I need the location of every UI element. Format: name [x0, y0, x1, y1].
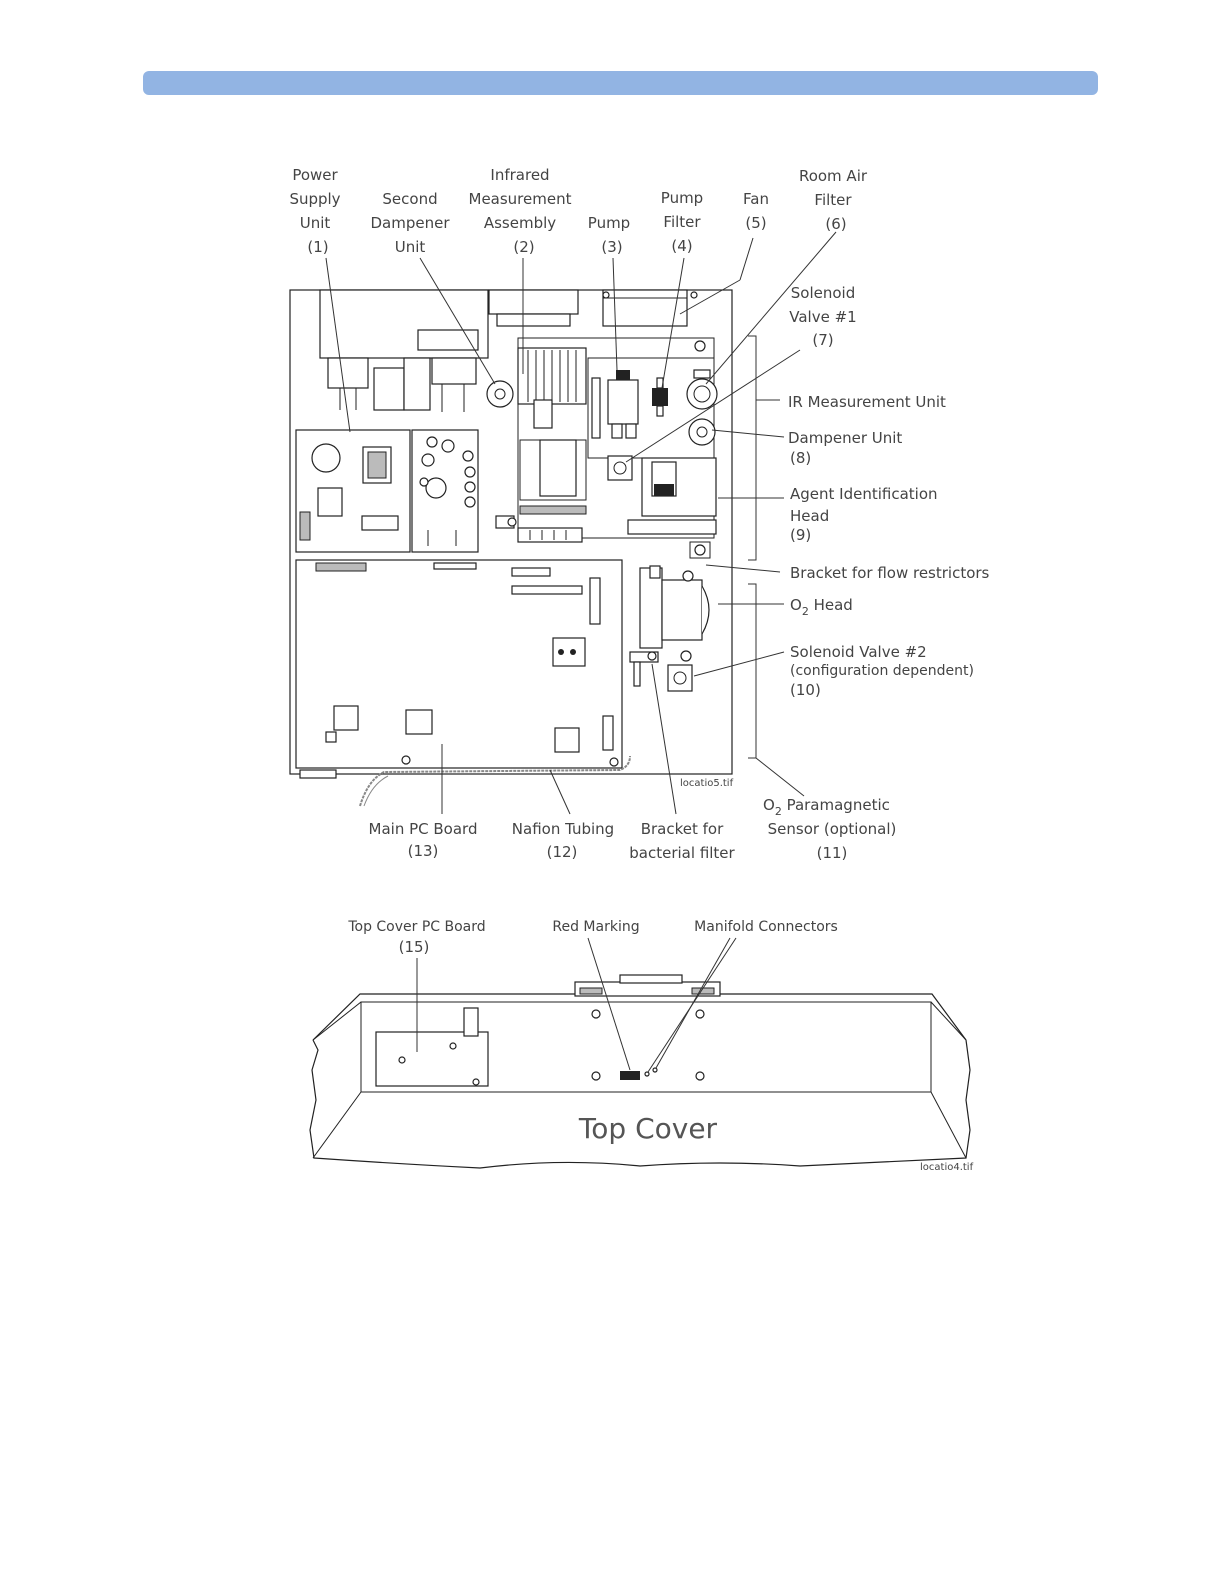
svg-text:Agent Identification: Agent Identification — [790, 485, 938, 503]
svg-text:Assembly: Assembly — [484, 214, 556, 232]
top-cover-drawing — [309, 974, 971, 1169]
svg-text:(11): (11) — [817, 844, 848, 862]
svg-text:Main PC Board: Main PC Board — [369, 820, 478, 838]
svg-text:Solenoid Valve #2: Solenoid Valve #2 — [790, 643, 927, 661]
svg-text:Unit: Unit — [300, 214, 331, 232]
label-agent-identification-head: Agent Identification Head (9) — [790, 485, 938, 544]
svg-text:(15): (15) — [399, 938, 430, 956]
svg-text:(6): (6) — [825, 215, 846, 233]
svg-text:Filter: Filter — [663, 213, 701, 231]
svg-text:Measurement: Measurement — [469, 190, 572, 208]
svg-text:(3): (3) — [601, 238, 622, 256]
svg-text:Dampener Unit: Dampener Unit — [788, 429, 902, 447]
label-power-supply-unit: Power Supply Unit (1) — [289, 166, 340, 256]
svg-text:Solenoid: Solenoid — [791, 284, 855, 302]
svg-text:(13): (13) — [408, 842, 439, 860]
svg-text:Fan: Fan — [743, 190, 769, 208]
svg-text:(4): (4) — [671, 237, 692, 255]
svg-text:Dampener: Dampener — [370, 214, 450, 232]
label-solenoid-valve-1: Solenoid Valve #1 (7) — [789, 284, 856, 349]
svg-text:Top Cover PC Board: Top Cover PC Board — [347, 919, 485, 935]
svg-text:(9): (9) — [790, 526, 811, 544]
label-pump: Pump (3) — [588, 214, 630, 256]
svg-text:bacterial filter: bacterial filter — [629, 844, 735, 862]
label-manifold-connectors: Manifold Connectors — [694, 919, 838, 935]
label-solenoid-valve-2: Solenoid Valve #2 (configuration depende… — [790, 643, 974, 699]
svg-text:(12): (12) — [547, 843, 578, 861]
label-dampener-unit: Dampener Unit (8) — [788, 429, 902, 467]
svg-text:Bracket for: Bracket for — [641, 820, 724, 838]
svg-text:Power: Power — [292, 166, 338, 184]
svg-text:(8): (8) — [790, 449, 811, 467]
svg-text:Pump: Pump — [588, 214, 630, 232]
label-bracket-bacterial-filter: Bracket for bacterial filter — [629, 820, 735, 862]
label-o2-paramagnetic-sensor: O2 Paramagnetic Sensor (optional) (11) — [763, 796, 896, 862]
leader-lines-bottom — [416, 937, 737, 1073]
label-nafion-tubing: Nafion Tubing (12) — [512, 820, 614, 861]
svg-text:Unit: Unit — [395, 238, 426, 256]
svg-text:Supply: Supply — [289, 190, 340, 208]
svg-text:(1): (1) — [307, 238, 328, 256]
svg-text:Pump: Pump — [661, 189, 703, 207]
label-pump-filter: Pump Filter (4) — [661, 189, 703, 255]
labels-bottom: Top Cover PC Board (15) Red Marking Mani… — [347, 919, 973, 1173]
label-main-pc-board: Main PC Board (13) — [369, 820, 478, 860]
label-ir-measurement-unit: IR Measurement Unit — [788, 393, 946, 411]
svg-text:Infrared: Infrared — [490, 166, 549, 184]
svg-text:(7): (7) — [812, 331, 833, 349]
svg-text:Second: Second — [382, 190, 437, 208]
svg-text:(configuration dependent): (configuration dependent) — [790, 663, 974, 679]
svg-text:(10): (10) — [790, 681, 821, 699]
svg-text:O2 Paramagnetic: O2 Paramagnetic — [763, 796, 890, 818]
label-infrared-measurement-assembly: Infrared Measurement Assembly (2) — [469, 166, 572, 256]
label-room-air-filter: Room Air Filter (6) — [799, 167, 868, 233]
svg-text:Head: Head — [790, 507, 829, 525]
svg-text:(5): (5) — [745, 214, 766, 232]
label-second-dampener-unit: Second Dampener Unit — [370, 190, 450, 256]
svg-text:Sensor (optional): Sensor (optional) — [768, 820, 897, 838]
header-bar — [143, 71, 1098, 95]
labels-top: Power Supply Unit (1) Second Dampener Un… — [289, 166, 989, 862]
label-red-marking: Red Marking — [552, 919, 639, 935]
file-name-1: locatio5.tif — [680, 778, 734, 789]
svg-text:Room Air: Room Air — [799, 167, 868, 185]
svg-text:Filter: Filter — [814, 191, 852, 209]
label-top-cover-pc-board: Top Cover PC Board (15) — [347, 919, 485, 956]
svg-text:(2): (2) — [513, 238, 534, 256]
unit-interior-drawing — [289, 289, 757, 807]
label-fan: Fan (5) — [743, 190, 769, 232]
label-o2-head: O2 Head — [790, 596, 853, 618]
svg-text:Nafion Tubing: Nafion Tubing — [512, 820, 614, 838]
label-top-cover: Top Cover — [578, 1112, 718, 1145]
svg-text:O2 Head: O2 Head — [790, 596, 853, 618]
leader-lines-top — [325, 231, 837, 815]
svg-text:Valve #1: Valve #1 — [789, 308, 856, 326]
file-name-2: locatio4.tif — [920, 1162, 974, 1173]
label-bracket-flow-restrictors: Bracket for flow restrictors — [790, 564, 990, 582]
